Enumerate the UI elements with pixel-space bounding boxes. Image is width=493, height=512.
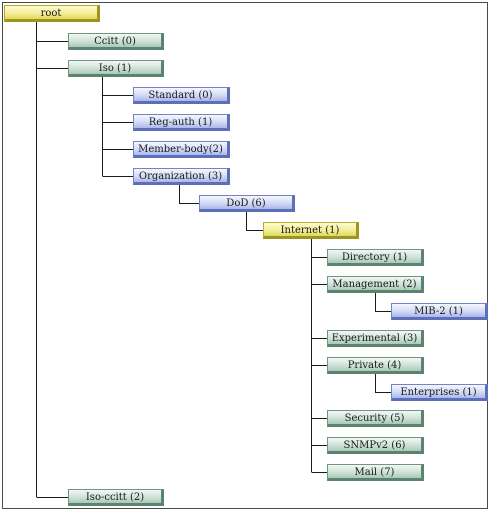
- node-private: Private (4): [327, 357, 424, 374]
- connector-organization-dod: [179, 185, 199, 204]
- node-enterprises: Enterprises (1): [391, 384, 488, 401]
- node-ccitt-label: Ccitt (0): [94, 36, 136, 47]
- node-dod-label: DoD (6): [226, 198, 266, 209]
- node-experimental: Experimental (3): [327, 330, 424, 347]
- node-root: root: [4, 5, 100, 22]
- node-standard: Standard (0): [133, 87, 230, 104]
- node-iso-ccitt: Iso-ccitt (2): [68, 489, 164, 506]
- node-iso: Iso (1): [68, 60, 164, 77]
- node-member-body-label: Member-body(2): [138, 144, 223, 155]
- node-iso-ccitt-label: Iso-ccitt (2): [85, 492, 145, 503]
- connector-dod-internet: [246, 212, 263, 231]
- node-member-body: Member-body(2): [133, 141, 230, 158]
- node-snmpv2-label: SNMPv2 (6): [343, 440, 406, 451]
- node-directory-label: Directory (1): [341, 252, 408, 263]
- node-security: Security (5): [327, 410, 424, 427]
- node-root-label: root: [40, 8, 62, 19]
- node-mib2: MIB-2 (1): [391, 303, 488, 320]
- node-iso-label: Iso (1): [98, 63, 132, 74]
- node-reg-auth: Reg-auth (1): [133, 114, 230, 131]
- connector-management-mib2: [375, 293, 391, 312]
- node-mail-label: Mail (7): [354, 467, 395, 478]
- node-organization: Organization (3): [133, 168, 230, 185]
- node-management: Management (2): [327, 276, 424, 293]
- node-internet: Internet (1): [263, 222, 359, 239]
- node-mib2-label: MIB-2 (1): [414, 306, 463, 317]
- node-internet-label: Internet (1): [280, 225, 340, 236]
- connector-private-enterprises: [375, 374, 391, 393]
- node-mail: Mail (7): [327, 464, 424, 481]
- node-standard-label: Standard (0): [148, 90, 213, 101]
- node-enterprises-label: Enterprises (1): [400, 387, 477, 398]
- node-reg-auth-label: Reg-auth (1): [148, 117, 213, 128]
- node-dod: DoD (6): [199, 195, 295, 212]
- node-security-label: Security (5): [344, 413, 405, 424]
- node-ccitt: Ccitt (0): [68, 33, 164, 50]
- node-experimental-label: Experimental (3): [331, 333, 418, 344]
- diagram-frame: [2, 2, 488, 509]
- node-snmpv2: SNMPv2 (6): [327, 437, 424, 454]
- node-management-label: Management (2): [332, 279, 417, 290]
- node-organization-label: Organization (3): [138, 171, 223, 182]
- node-directory: Directory (1): [327, 249, 424, 266]
- node-private-label: Private (4): [347, 360, 402, 371]
